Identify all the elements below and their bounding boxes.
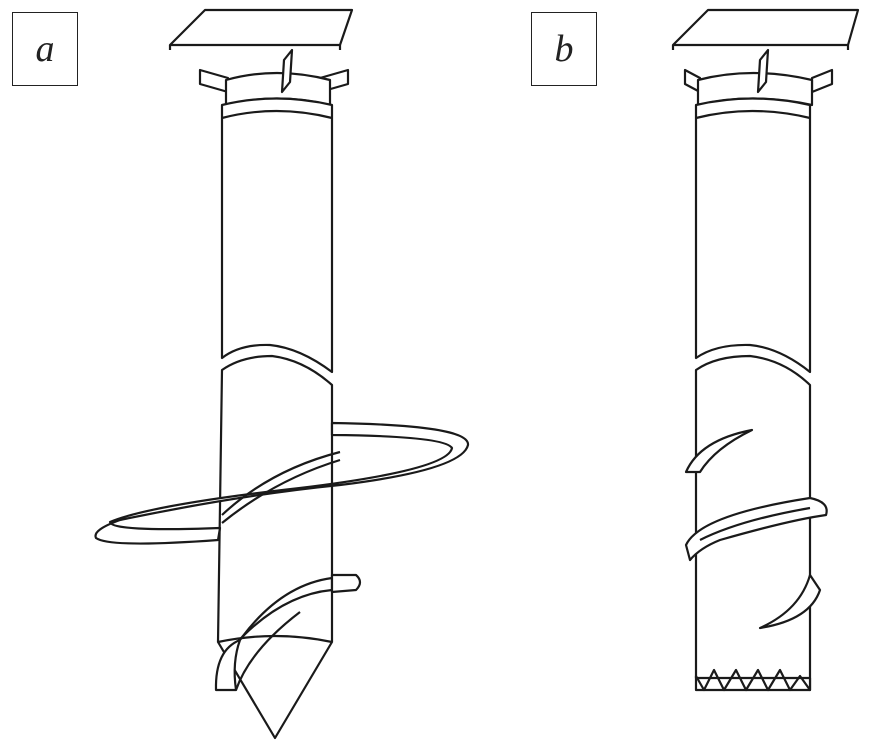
pile-b (671, 8, 860, 692)
pile-b-head-plate (671, 8, 860, 47)
pile-b-blade (684, 428, 754, 474)
pile-a-head-bracket (198, 68, 230, 94)
pile-b-serrated-tip (694, 668, 812, 692)
pile-a-small-helix (330, 573, 362, 594)
pile-b-blade (684, 496, 828, 562)
pile-b-shaft-upper (694, 97, 812, 374)
pile-b-blade (758, 573, 822, 630)
pile-a-shaft-lower (216, 354, 334, 740)
panel-label-b: b (531, 12, 597, 86)
pile-a-shaft-upper (220, 97, 334, 374)
pile-a (94, 8, 470, 740)
pile-a-head-plate (168, 8, 354, 47)
panel-label-a: a (12, 12, 78, 86)
pile-a-big-helix (94, 421, 470, 545)
